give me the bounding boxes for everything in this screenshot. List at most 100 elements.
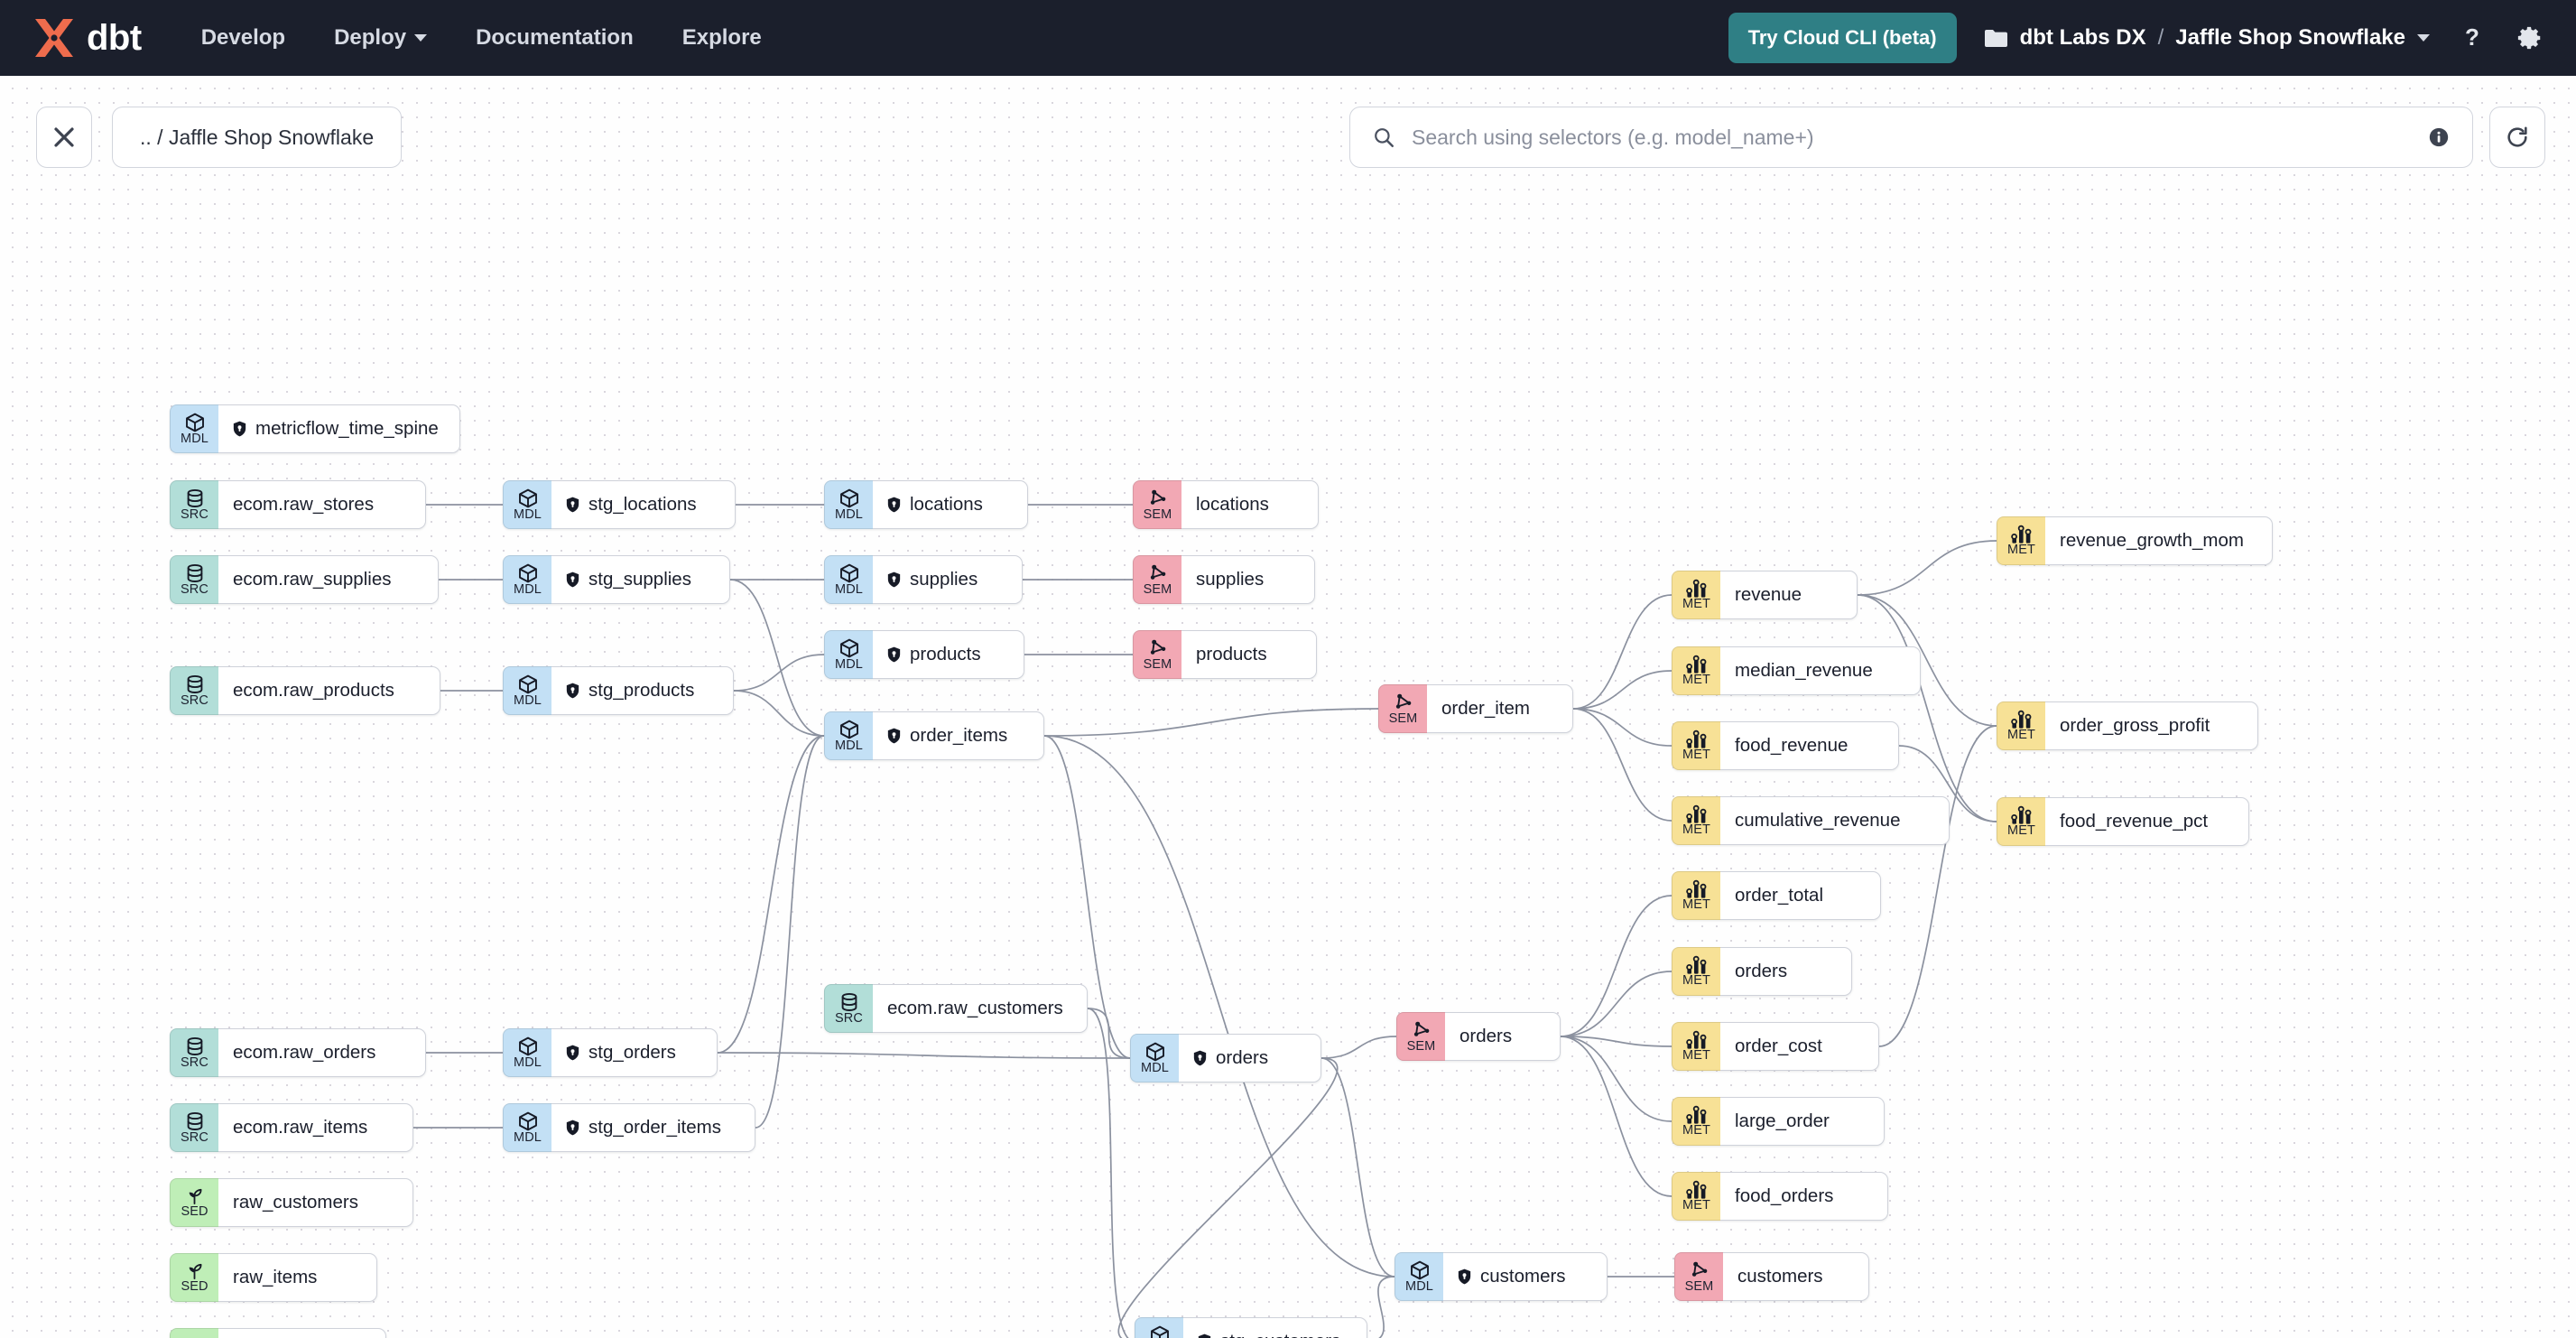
node-label: locations [1196, 494, 1269, 515]
node-type-badge-met: MET [1997, 516, 2045, 565]
node-label: orders [1735, 961, 1788, 981]
node-label: ecom.raw_stores [233, 494, 375, 515]
help-button[interactable]: ? [2457, 23, 2488, 53]
search-input[interactable] [1410, 124, 2413, 151]
gear-icon [2517, 26, 2541, 50]
node-body: supplies [873, 555, 1023, 604]
node-body: orders [1720, 947, 1852, 996]
database-icon [184, 562, 206, 583]
nav-link-deploy[interactable]: Deploy [334, 25, 428, 51]
refresh-button[interactable] [2489, 107, 2545, 168]
node-type-label: MET [1682, 897, 1710, 912]
breadcrumb-account: dbt Labs DX [2019, 25, 2146, 50]
node-type-label: MET [1682, 822, 1710, 837]
bar-chart-icon [1685, 955, 1709, 974]
node-type-label: MET [2007, 542, 2035, 557]
graph-node-revenue_growth_mom[interactable]: MET revenue_growth_mom [1997, 516, 2273, 565]
graph-node-order_total[interactable]: MET order_total [1672, 871, 1881, 920]
node-type-label: MDL [1405, 1278, 1433, 1294]
database-icon [184, 1036, 206, 1056]
node-type-label: SED [181, 1279, 208, 1295]
nav-link-documentation-label: Documentation [476, 25, 634, 50]
edge-orders-to-customers [1320, 1057, 1395, 1278]
node-type-badge-mdl: MDL [824, 711, 873, 760]
info-icon[interactable] [2427, 125, 2451, 149]
semantic-graph-icon [1146, 562, 1169, 583]
node-label: median_revenue [1735, 660, 1873, 681]
node-body: order_total [1720, 871, 1881, 920]
try-cloud-cli-button[interactable]: Try Cloud CLI (beta) [1728, 13, 1957, 63]
cube-icon [838, 562, 861, 583]
nav-link-explore[interactable]: Explore [682, 25, 762, 51]
edge-sem_orders-to-order_cost [1560, 1036, 1673, 1047]
nav-link-develop[interactable]: Develop [201, 25, 285, 51]
settings-button[interactable] [2515, 23, 2545, 53]
node-type-label: SEM [1388, 711, 1418, 726]
database-icon [839, 991, 860, 1012]
node-type-badge-mdl: MDL [503, 480, 551, 529]
close-button[interactable] [36, 107, 92, 168]
bar-chart-icon [2010, 805, 2034, 824]
node-type-label: SEM [1406, 1038, 1436, 1054]
search-bar[interactable] [1349, 107, 2473, 168]
bar-chart-icon [1685, 655, 1709, 674]
node-body: revenue_growth_mom [2045, 516, 2273, 565]
node-type-badge-mdl: MDL [824, 480, 873, 529]
node-label: cumulative_revenue [1735, 810, 1901, 831]
node-type-badge-mdl: MDL [1395, 1252, 1443, 1301]
project-breadcrumb[interactable]: dbt Labs DX / Jaffle Shop Snowflake [1984, 25, 2430, 51]
node-type-label: MET [1682, 596, 1710, 611]
node-type-badge-mdl: MDL [503, 555, 551, 604]
node-label: products [1196, 644, 1267, 664]
contract-shield-icon [566, 497, 579, 513]
node-label: food_orders [1735, 1185, 1834, 1206]
canvas-breadcrumb-button[interactable]: .. / Jaffle Shop Snowflake [112, 107, 403, 168]
node-body: ecom.raw_stores [218, 480, 426, 529]
graph-node-cumulative_revenue[interactable]: MET cumulative_revenue [1672, 796, 1950, 845]
cube-icon [838, 637, 861, 658]
nav-link-documentation[interactable]: Documentation [476, 25, 634, 51]
node-label: ecom.raw_orders [233, 1042, 376, 1063]
dbt-logo[interactable]: dbt [31, 16, 142, 60]
node-label: orders [1216, 1047, 1269, 1068]
node-type-badge-sed: SED [170, 1328, 218, 1338]
